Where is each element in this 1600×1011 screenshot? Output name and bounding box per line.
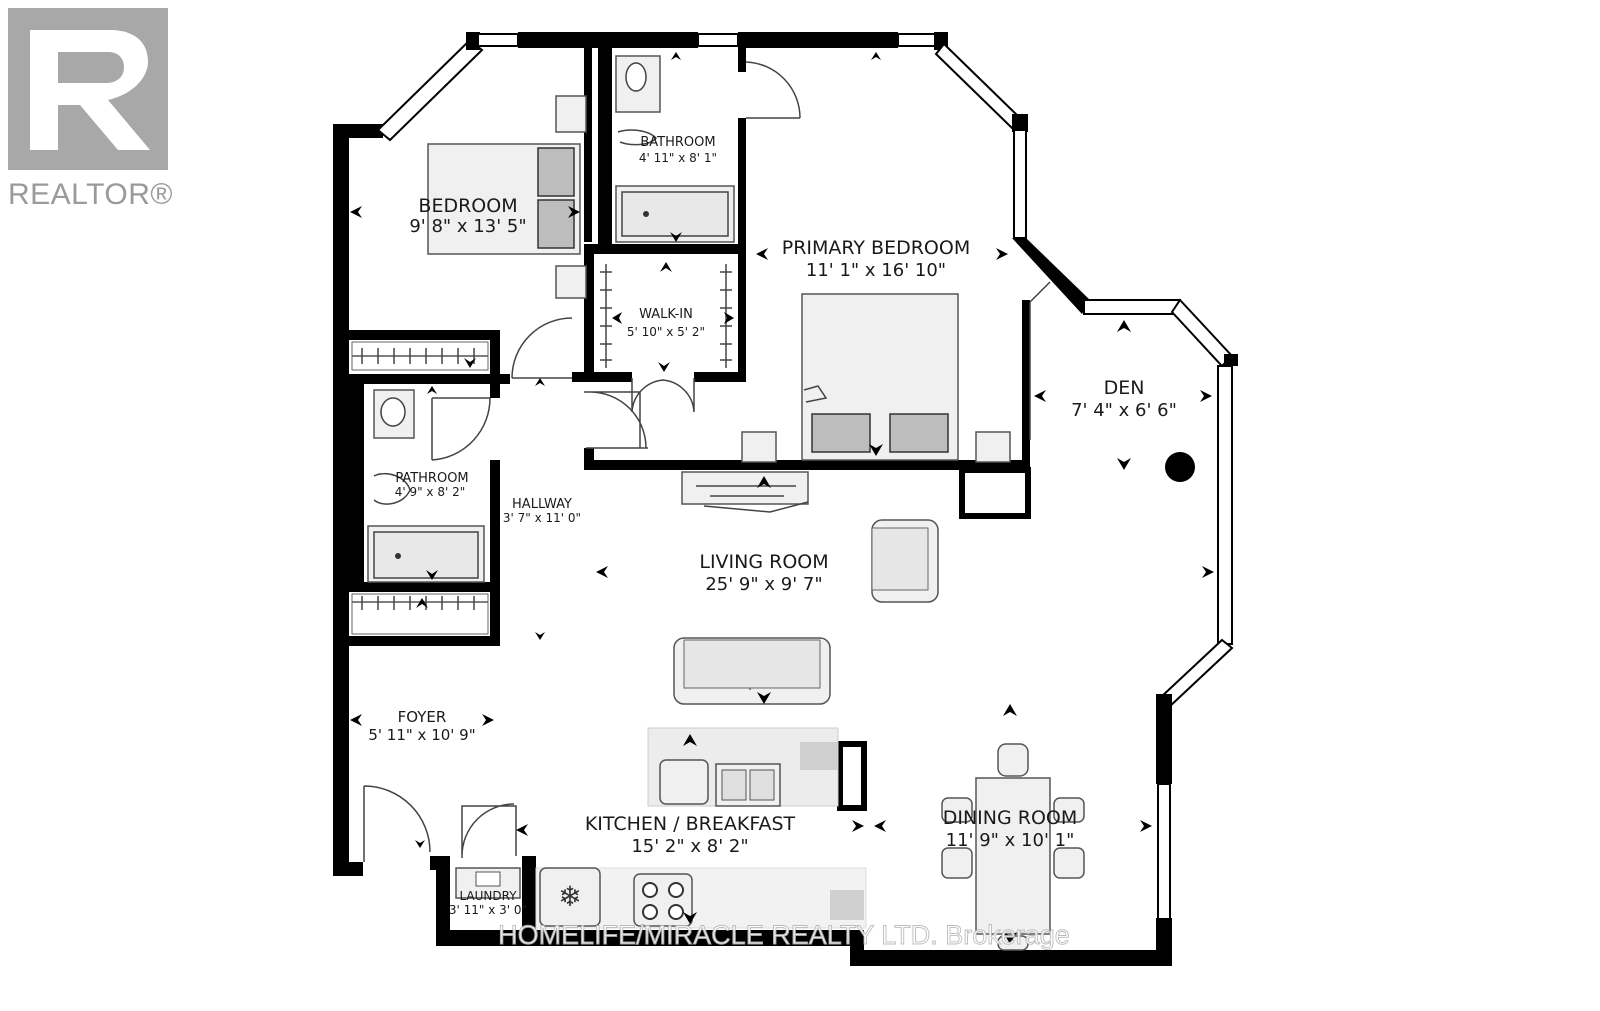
dining-set [941,743,1085,951]
brokerage-watermark: HOMELIFE/MIRACLE REALTY LTD. Brokerage [498,920,1070,950]
walk-in-name: WALK-IN [639,307,693,322]
exterior-walls [333,32,1238,966]
pathroom-name: PATHROOM [395,471,468,486]
pathroom-dims: 4' 9" x 8' 2" [395,485,466,499]
interior-walls [344,42,1031,811]
closets [351,264,732,635]
realtor-logo: REALTOR® [8,8,173,211]
bathroom-fixtures [367,55,735,583]
laundry-dims: 3' 11" x 3' 0" [449,903,527,917]
bathroom-dims: 4' 11" x 8' 1" [639,151,717,165]
hallway-name: HALLWAY [512,497,572,512]
column-icon [1165,452,1195,482]
living-room-name: LIVING ROOM [699,551,828,573]
foyer-name: FOYER [398,708,447,726]
room-labels: BEDROOM 9' 8" x 13' 5" BATHROOM 4' 11" x… [368,135,1177,917]
living-room-dims: 25' 9" x 9' 7" [705,574,822,595]
bathroom-name: BATHROOM [640,135,715,150]
measurement-arrows [350,52,1214,944]
living-furniture [673,471,939,705]
dining-room-dims: 11' 9" x 10' 1" [946,830,1075,851]
kitchen-name: KITCHEN / BREAKFAST [585,813,796,835]
den-dims: 7' 4" x 6' 6" [1071,400,1177,421]
laundry-name: LAUNDRY [459,889,517,903]
hallway-dims: 3' 7" x 11' 0" [503,511,581,525]
bedroom-name: BEDROOM [418,195,517,217]
den-name: DEN [1104,377,1145,399]
primary-bedroom-name: PRIMARY BEDROOM [782,237,970,259]
bedroom-furniture [427,95,1011,463]
kitchen-dims: 15' 2" x 8' 2" [631,836,748,857]
bedroom-dims: 9' 8" x 13' 5" [409,216,526,237]
doors [363,61,1051,862]
realtor-logo-text: REALTOR® [8,178,173,211]
freezer-icon: ❄ [558,880,581,913]
primary-bedroom-dims: 11' 1" x 16' 10" [806,260,946,281]
walk-in-dims: 5' 10" x 5' 2" [627,325,705,339]
kitchen-fixtures: ❄ [455,727,867,929]
foyer-dims: 5' 11" x 10' 9" [368,726,475,744]
dining-room-name: DINING ROOM [943,807,1078,829]
